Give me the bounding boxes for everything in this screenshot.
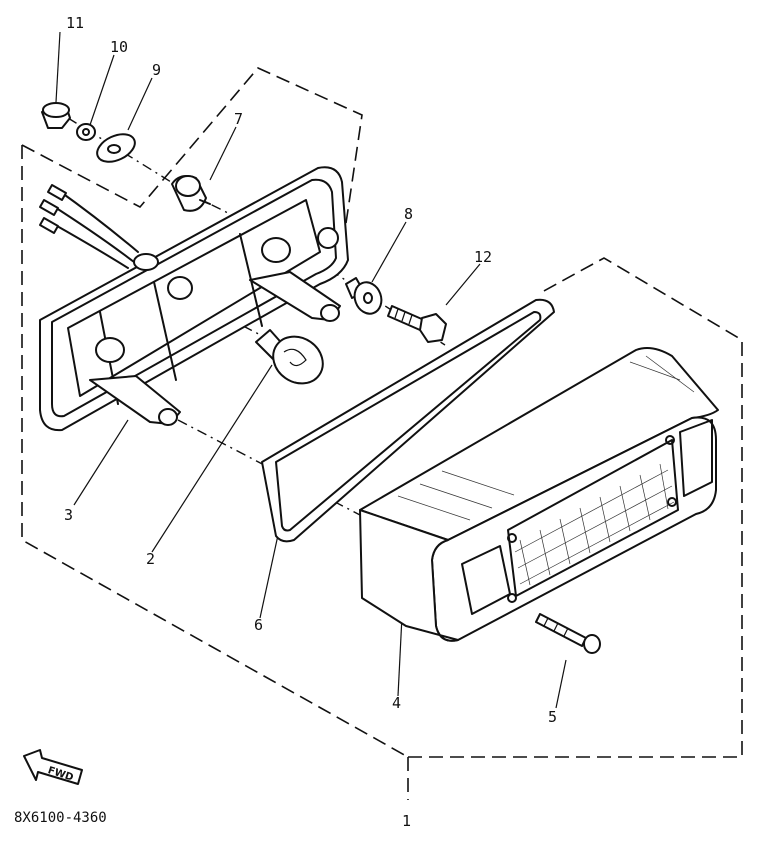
label-part-1: 1 bbox=[402, 812, 411, 830]
lens-texture bbox=[397, 355, 695, 586]
gasket-part bbox=[261, 298, 555, 543]
long-screw-part bbox=[535, 613, 601, 654]
label-part-3: 3 bbox=[64, 506, 73, 524]
label-part-12: 12 bbox=[474, 248, 492, 266]
assembly-outline bbox=[21, 67, 743, 800]
label-part-2: 2 bbox=[146, 550, 155, 568]
label-part-4: 4 bbox=[392, 694, 401, 712]
washer-part bbox=[96, 133, 136, 163]
drawing-code: 8X6100-4360 bbox=[14, 810, 107, 826]
nut-part bbox=[41, 102, 71, 129]
lamp-housing-part bbox=[39, 166, 349, 432]
grommet-part bbox=[171, 175, 211, 212]
label-part-7: 7 bbox=[234, 110, 243, 128]
screw-part bbox=[387, 305, 447, 343]
label-part-6: 6 bbox=[254, 616, 263, 634]
label-part-5: 5 bbox=[548, 708, 557, 726]
forward-direction-arrow: FWD bbox=[23, 749, 83, 785]
label-part-8: 8 bbox=[404, 205, 413, 223]
lock-washer-part bbox=[76, 123, 96, 141]
bulb-part bbox=[255, 329, 324, 385]
part-number-labels: 11 10 9 7 8 12 3 2 6 4 5 1 bbox=[64, 14, 557, 830]
collar-part bbox=[345, 277, 383, 315]
lens-part bbox=[359, 347, 719, 642]
label-part-10: 10 bbox=[110, 38, 128, 56]
label-part-9: 9 bbox=[152, 61, 161, 79]
label-part-11: 11 bbox=[66, 14, 84, 32]
